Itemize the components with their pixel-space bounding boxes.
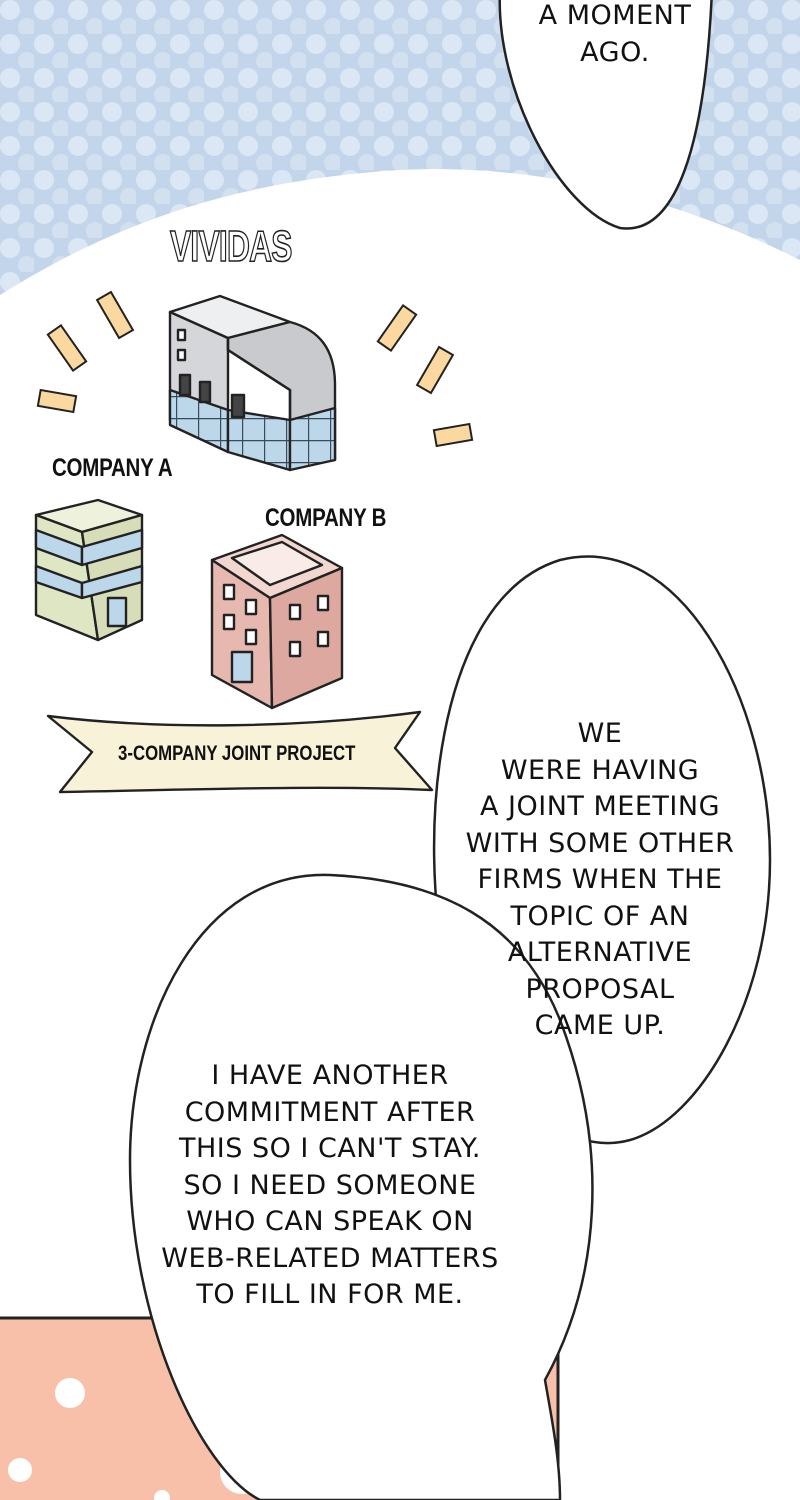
sparkle-marks	[36, 290, 474, 448]
company-b-building-icon	[210, 533, 344, 710]
top-speech-bubble	[498, 0, 713, 230]
company-a-label: COMPANY A	[52, 454, 173, 482]
bottom-bubble-text: I HAVE ANOTHER COMMITMENT AFTER THIS SO …	[161, 1060, 499, 1310]
company-illustration	[34, 290, 474, 794]
company-a-building-icon	[34, 498, 144, 642]
joint-project-banner-text: 3-COMPANY JOINT PROJECT	[118, 742, 356, 765]
middle-bubble-text: WE WERE HAVING A JOINT MEETING WITH SOME…	[465, 718, 735, 1041]
company-b-label: COMPANY B	[265, 504, 387, 532]
bottom-speech-bubble	[128, 873, 594, 1500]
joint-project-banner	[46, 710, 434, 794]
top-bubble-text: A MOMENT AGO.	[538, 0, 692, 68]
vividas-title: VIVIDAS	[169, 221, 293, 272]
vividas-building-icon	[168, 294, 337, 472]
